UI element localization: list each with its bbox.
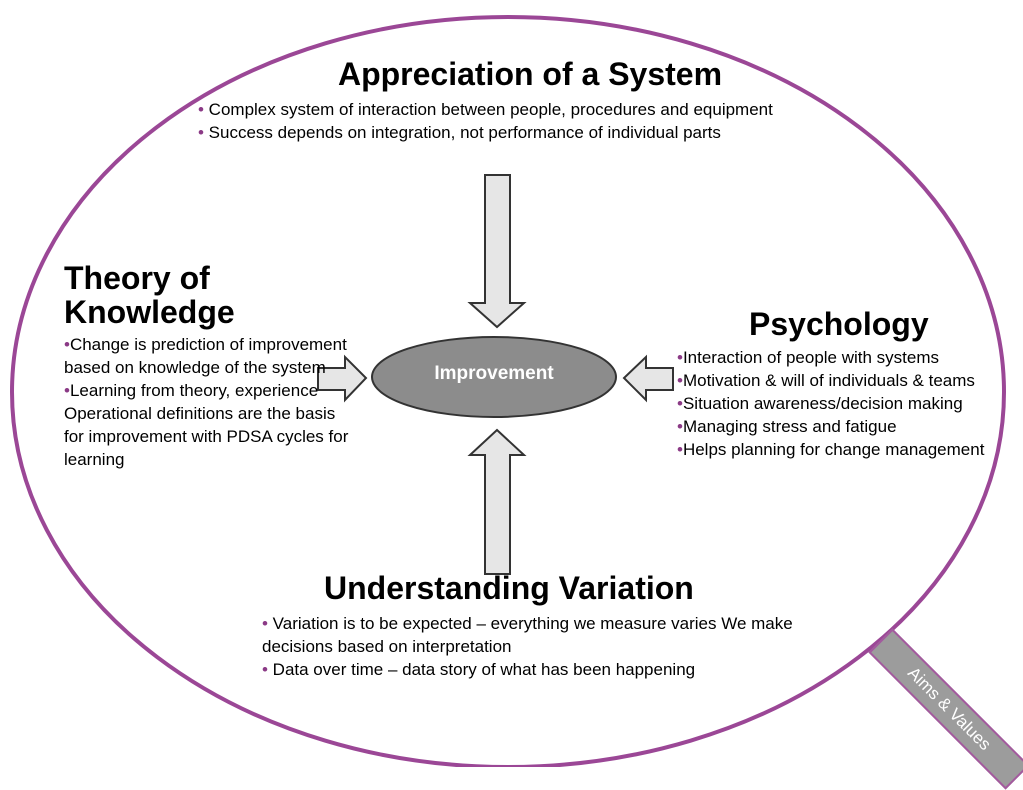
psychology-section: Psychology •Interaction of people with s… <box>677 306 1007 461</box>
arrow-right <box>317 354 368 403</box>
bullet-text: Complex system of interaction between pe… <box>203 99 773 119</box>
bullet-icon: • <box>198 122 204 142</box>
psychology-title: Psychology <box>749 306 929 342</box>
theory-title: Theory of Knowledge <box>64 260 235 330</box>
bullet-icon: • <box>677 439 683 459</box>
bullet-icon: • <box>677 393 683 413</box>
list-item: •Interaction of people with systems <box>677 346 1007 369</box>
list-item: •Change is prediction of improvement bas… <box>64 333 356 379</box>
theory-section: Theory of Knowledge •Change is predictio… <box>64 260 356 471</box>
list-item: •Helps planning for change management <box>677 438 1007 461</box>
bullet-icon: • <box>64 381 70 401</box>
list-item: •Learning from theory, experience Operat… <box>64 379 356 471</box>
bullet-text: Variation is to be expected – everything… <box>262 613 793 656</box>
list-item: •Managing stress and fatigue <box>677 415 1007 438</box>
bullet-icon: • <box>198 99 204 119</box>
improvement-label: Improvement <box>434 363 554 384</box>
bullet-text: Interaction of people with systems <box>682 347 940 367</box>
bullet-icon: • <box>262 613 268 633</box>
psychology-bullets: •Interaction of people with systems •Mot… <box>677 346 1007 461</box>
bullet-icon: • <box>677 416 683 436</box>
variation-title: Understanding Variation <box>324 570 694 606</box>
arrow-down <box>467 174 527 329</box>
list-item: • Variation is to be expected – everythi… <box>262 612 822 658</box>
bullet-icon: • <box>677 347 683 367</box>
bullet-text: Change is prediction of improvement base… <box>64 335 347 378</box>
bullet-text: Success depends on integration, not perf… <box>203 122 721 142</box>
bullet-text: Situation awareness/decision making <box>682 393 963 413</box>
system-diagram <box>10 15 1006 767</box>
list-item: • Complex system of interaction between … <box>198 98 878 121</box>
appreciation-bullets: • Complex system of interaction between … <box>198 98 878 144</box>
bullet-text: Helps planning for change management <box>682 439 985 459</box>
bullet-text: Learning from theory, experience Operati… <box>64 381 349 470</box>
variation-section: Understanding Variation • Variation is t… <box>262 570 822 681</box>
arrow-up <box>467 428 527 575</box>
variation-bullets: • Variation is to be expected – everythi… <box>262 612 822 681</box>
bullet-text: Motivation & will of individuals & teams <box>682 370 975 390</box>
improvement-ellipse <box>371 336 617 418</box>
bullet-text: Data over time – data story of what has … <box>267 659 696 679</box>
theory-bullets: •Change is prediction of improvement bas… <box>64 333 356 471</box>
appreciation-title: Appreciation of a System <box>337 56 723 92</box>
appreciation-section: Appreciation of a System • Complex syste… <box>198 57 878 144</box>
list-item: • Data over time – data story of what ha… <box>262 658 822 681</box>
bullet-icon: • <box>677 370 683 390</box>
bullet-icon: • <box>262 659 268 679</box>
bullet-icon: • <box>64 335 70 355</box>
arrow-left <box>622 354 674 403</box>
list-item: • Success depends on integration, not pe… <box>198 121 878 144</box>
list-item: •Motivation & will of individuals & team… <box>677 369 1007 392</box>
list-item: •Situation awareness/decision making <box>677 392 1007 415</box>
bullet-text: Managing stress and fatigue <box>682 416 897 436</box>
